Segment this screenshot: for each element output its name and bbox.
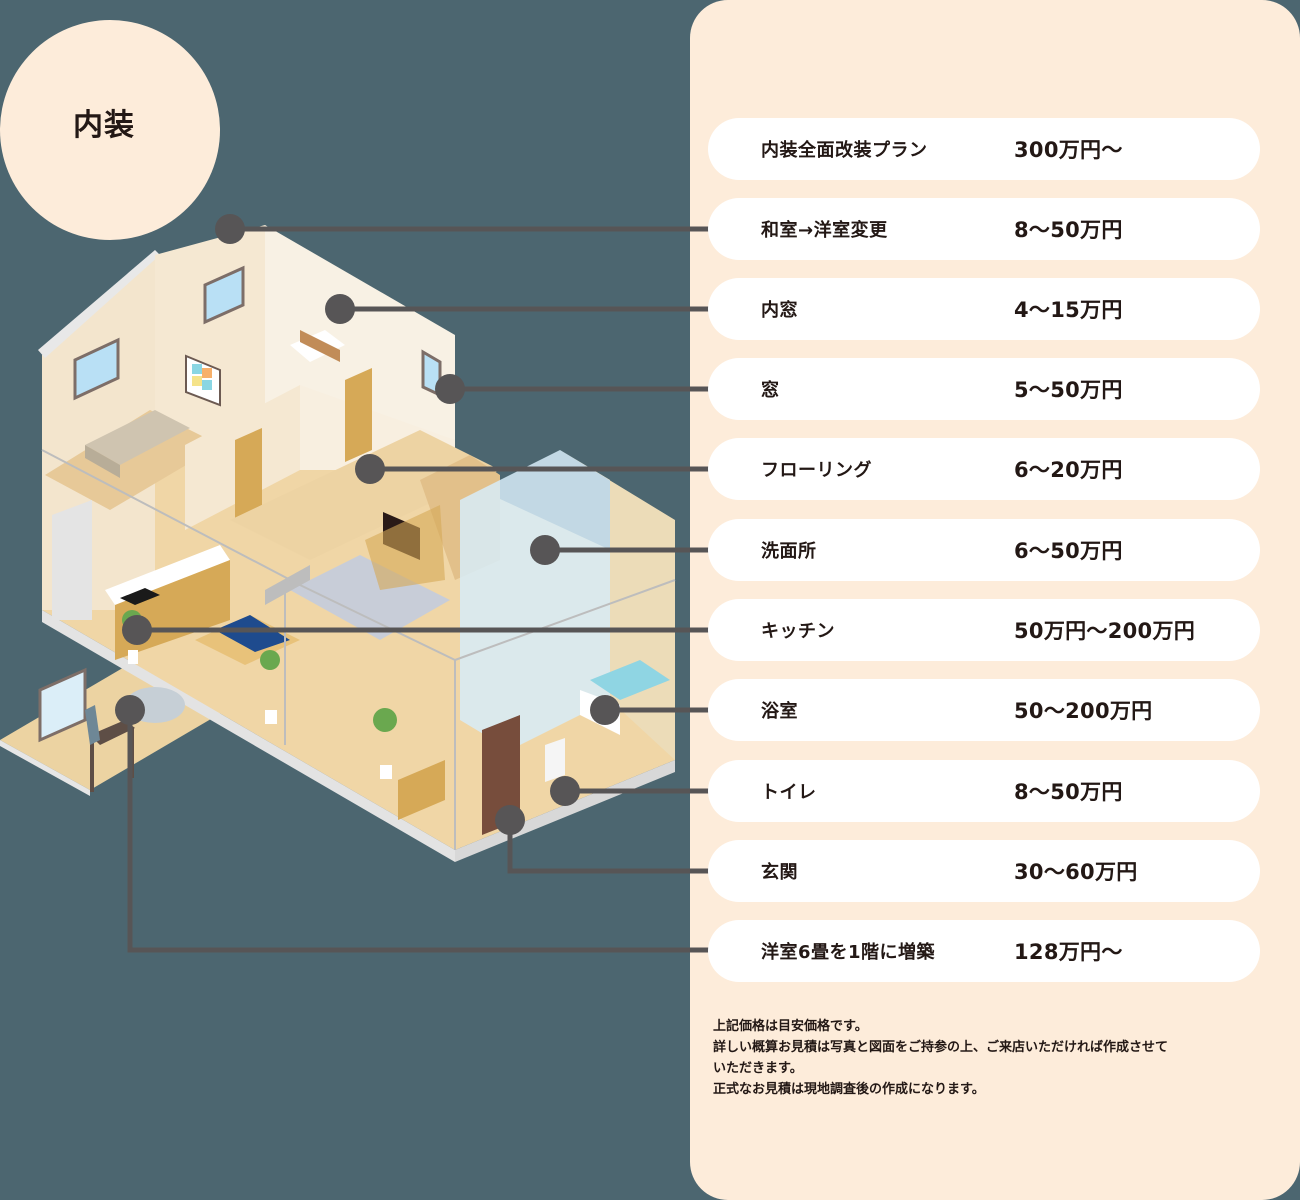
item-label: 玄関	[761, 862, 798, 883]
item-label: トイレ	[761, 782, 817, 803]
item-price: 50万円〜200万円	[1014, 619, 1196, 643]
disclaimer-notes: 上記価格は目安価格です。 詳しい概算お見積は写真と図面をご持参の上、ご来店いただ…	[713, 1016, 1273, 1100]
item-price: 4〜15万円	[1014, 298, 1123, 322]
item-label: キッチン	[761, 621, 835, 642]
item-price: 8〜50万円	[1014, 218, 1123, 242]
item-label: 浴室	[761, 701, 798, 722]
item-price: 6〜50万円	[1014, 539, 1123, 563]
price-row-bathroom: 浴室 50〜200万円	[708, 679, 1260, 741]
note-line: 正式なお見積は現地調査後の作成になります。	[713, 1082, 985, 1097]
page-title: 内装	[73, 108, 135, 143]
item-price: 300万円〜	[1014, 138, 1123, 162]
price-row-full-interior: 内装全面改装プラン 300万円〜	[708, 118, 1260, 180]
item-label: 内装全面改装プラン	[761, 140, 928, 161]
price-row-inner-window: 内窓 4〜15万円	[708, 278, 1260, 340]
price-row-toilet: トイレ 8〜50万円	[708, 760, 1260, 822]
note-line: 上記価格は目安価格です。	[713, 1019, 868, 1034]
item-label: 窓	[761, 380, 780, 401]
house-illustration	[0, 225, 676, 862]
price-row-washroom: 洗面所 6〜50万円	[708, 519, 1260, 581]
price-row-extension: 洋室6畳を1階に増築 128万円〜	[708, 920, 1260, 982]
item-label: フローリング	[761, 460, 872, 481]
price-row-window: 窓 5〜50万円	[708, 358, 1260, 420]
price-row-flooring: フローリング 6〜20万円	[708, 438, 1260, 500]
title-badge: 内装	[0, 20, 220, 240]
item-price: 50〜200万円	[1014, 699, 1153, 723]
item-label: 内窓	[761, 300, 798, 321]
item-label: 洗面所	[761, 541, 817, 562]
note-line: 詳しい概算お見積は写真と図面をご持参の上、ご来店いただければ作成させて	[713, 1040, 1169, 1055]
price-row-entrance: 玄関 30〜60万円	[708, 840, 1260, 902]
item-price: 6〜20万円	[1014, 458, 1123, 482]
item-price: 128万円〜	[1014, 940, 1123, 964]
item-label: 和室→洋室変更	[761, 220, 888, 241]
price-row-washitsu-to-yoshitsu: 和室→洋室変更 8〜50万円	[708, 198, 1260, 260]
item-label: 洋室6畳を1階に増築	[761, 942, 936, 963]
price-row-kitchen: キッチン 50万円〜200万円	[708, 599, 1260, 661]
item-price: 8〜50万円	[1014, 780, 1123, 804]
item-price: 5〜50万円	[1014, 378, 1123, 402]
item-price: 30〜60万円	[1014, 860, 1138, 884]
note-line: いただきます。	[713, 1061, 803, 1076]
